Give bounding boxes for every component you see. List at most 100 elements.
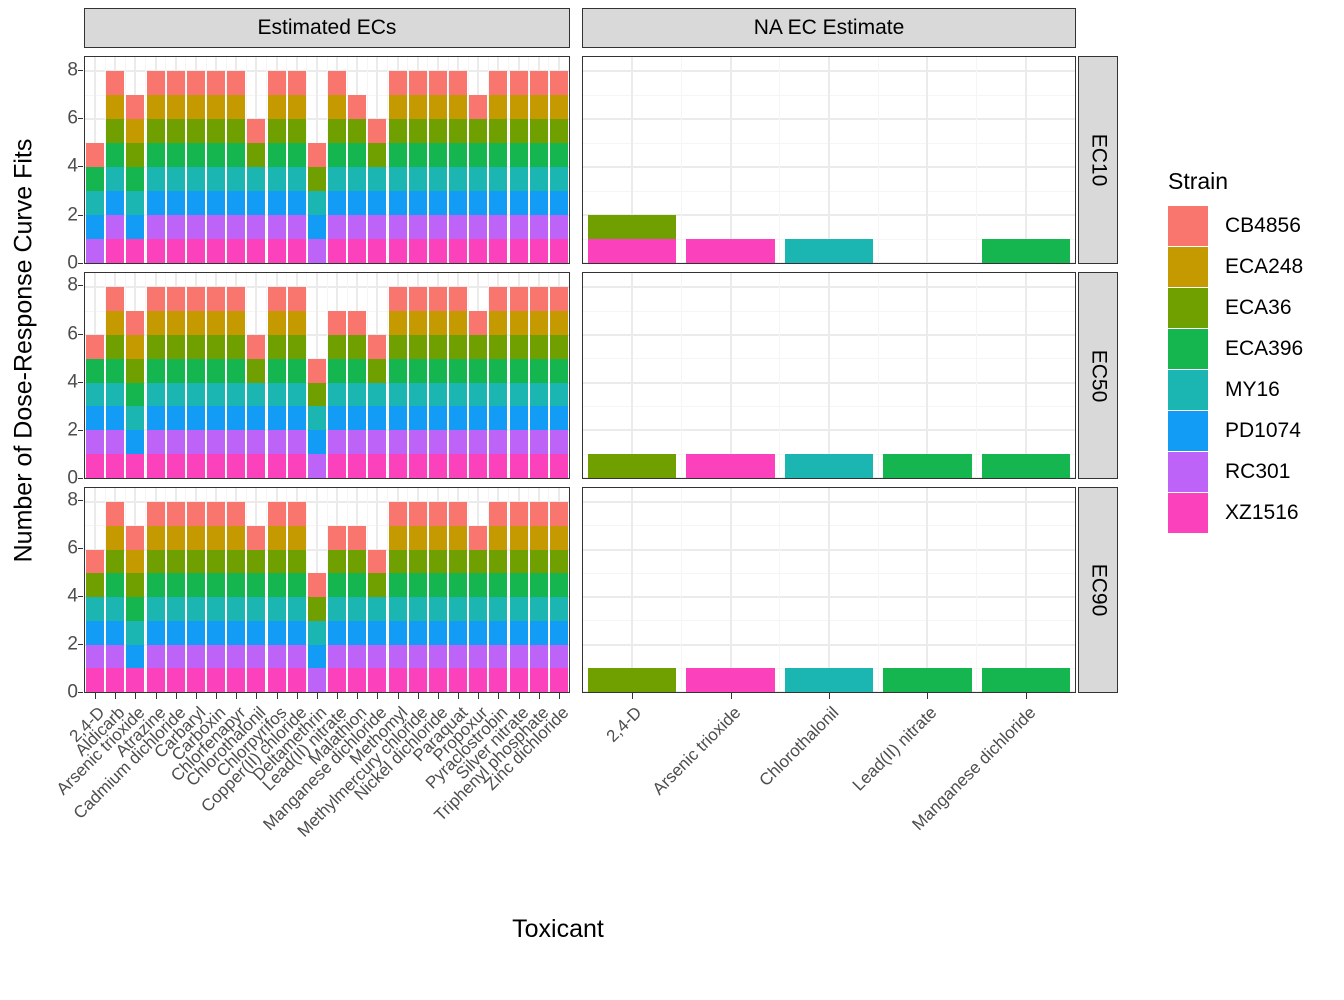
- bar-segment-my16[interactable]: [126, 191, 145, 216]
- bar-segment-rc301[interactable]: [428, 644, 447, 669]
- bar-segment-my16[interactable]: [146, 167, 165, 192]
- bar-segment-eca396[interactable]: [247, 573, 266, 598]
- bar-segment-my16[interactable]: [146, 597, 165, 621]
- bar-segment-pd1074[interactable]: [529, 620, 548, 645]
- bar-segment-eca248[interactable]: [408, 525, 427, 550]
- bar-segment-my16[interactable]: [287, 382, 306, 407]
- bar-segment-eca396[interactable]: [106, 143, 125, 168]
- bar-segment-cb4856[interactable]: [368, 549, 387, 574]
- bar-segment-eca396[interactable]: [469, 143, 488, 168]
- bar[interactable]: [166, 273, 185, 478]
- bar-segment-eca396[interactable]: [126, 382, 145, 407]
- bar-segment-rc301[interactable]: [307, 668, 326, 692]
- bar-segment-xz1516[interactable]: [166, 239, 185, 263]
- bar-segment-eca248[interactable]: [509, 311, 528, 335]
- bar-segment-eca36[interactable]: [428, 549, 447, 574]
- bar[interactable]: [509, 57, 528, 263]
- bar-segment-xz1516[interactable]: [146, 668, 165, 692]
- bar-segment-xz1516[interactable]: [489, 454, 508, 478]
- bar-segment-eca36[interactable]: [587, 215, 677, 240]
- bar-segment-eca396[interactable]: [408, 358, 427, 383]
- bar-segment-xz1516[interactable]: [449, 668, 468, 692]
- bar-segment-eca396[interactable]: [428, 573, 447, 598]
- bar-segment-eca248[interactable]: [166, 525, 185, 550]
- bar-segment-rc301[interactable]: [428, 215, 447, 240]
- bar-segment-pd1074[interactable]: [126, 644, 145, 669]
- bar-segment-rc301[interactable]: [267, 215, 286, 240]
- bar-segment-cb4856[interactable]: [146, 287, 165, 312]
- bar-segment-eca396[interactable]: [227, 358, 246, 383]
- bar-segment-eca248[interactable]: [287, 95, 306, 120]
- bar-segment-rc301[interactable]: [207, 430, 226, 455]
- bar-segment-pd1074[interactable]: [307, 215, 326, 240]
- bar-segment-pd1074[interactable]: [408, 406, 427, 431]
- bar-segment-eca36[interactable]: [428, 334, 447, 359]
- bar-segment-my16[interactable]: [469, 597, 488, 621]
- bar-segment-eca36[interactable]: [428, 119, 447, 144]
- bar-segment-pd1074[interactable]: [509, 191, 528, 216]
- bar-segment-my16[interactable]: [247, 597, 266, 621]
- bar-segment-eca396[interactable]: [449, 358, 468, 383]
- bar-segment-rc301[interactable]: [408, 215, 427, 240]
- bar-segment-eca36[interactable]: [247, 143, 266, 168]
- bar-segment-eca396[interactable]: [186, 573, 205, 598]
- bar-segment-xz1516[interactable]: [207, 454, 226, 478]
- bar[interactable]: [509, 488, 528, 692]
- bar-segment-eca36[interactable]: [529, 334, 548, 359]
- bar-segment-xz1516[interactable]: [186, 668, 205, 692]
- bar-segment-eca36[interactable]: [328, 119, 347, 144]
- bar[interactable]: [86, 488, 105, 692]
- bar-segment-cb4856[interactable]: [328, 71, 347, 96]
- bar-segment-eca396[interactable]: [449, 573, 468, 598]
- bar-segment-my16[interactable]: [207, 382, 226, 407]
- bar-segment-rc301[interactable]: [166, 644, 185, 669]
- bar[interactable]: [784, 57, 874, 263]
- bar-segment-rc301[interactable]: [86, 239, 105, 263]
- bar-segment-pd1074[interactable]: [86, 215, 105, 240]
- bar-segment-xz1516[interactable]: [227, 454, 246, 478]
- bar-segment-cb4856[interactable]: [207, 287, 226, 312]
- bar-segment-pd1074[interactable]: [227, 620, 246, 645]
- bar-segment-rc301[interactable]: [509, 644, 528, 669]
- bar-segment-rc301[interactable]: [247, 215, 266, 240]
- bar-segment-xz1516[interactable]: [247, 239, 266, 263]
- bar-segment-eca248[interactable]: [186, 95, 205, 120]
- bar[interactable]: [469, 57, 488, 263]
- bar-segment-rc301[interactable]: [207, 215, 226, 240]
- bar-segment-eca396[interactable]: [207, 573, 226, 598]
- bar-segment-eca36[interactable]: [207, 549, 226, 574]
- bar-segment-cb4856[interactable]: [247, 334, 266, 359]
- bar-segment-my16[interactable]: [428, 597, 447, 621]
- bar[interactable]: [106, 488, 125, 692]
- bar[interactable]: [348, 488, 367, 692]
- bar-segment-xz1516[interactable]: [489, 239, 508, 263]
- bar-segment-eca396[interactable]: [207, 143, 226, 168]
- bar[interactable]: [883, 488, 972, 692]
- bar-segment-eca248[interactable]: [126, 119, 145, 144]
- bar-segment-pd1074[interactable]: [489, 191, 508, 216]
- bar-segment-rc301[interactable]: [166, 430, 185, 455]
- bar-segment-pd1074[interactable]: [166, 620, 185, 645]
- bar-segment-eca36[interactable]: [489, 119, 508, 144]
- bar[interactable]: [207, 273, 226, 478]
- bar[interactable]: [267, 273, 286, 478]
- bar-segment-eca36[interactable]: [186, 334, 205, 359]
- bar-segment-pd1074[interactable]: [146, 620, 165, 645]
- bar-segment-my16[interactable]: [509, 167, 528, 192]
- bar-segment-eca36[interactable]: [186, 549, 205, 574]
- bar-segment-my16[interactable]: [784, 239, 874, 263]
- bar-segment-pd1074[interactable]: [449, 191, 468, 216]
- bar-segment-eca396[interactable]: [883, 454, 972, 478]
- bar-segment-eca36[interactable]: [489, 334, 508, 359]
- bar-segment-pd1074[interactable]: [247, 620, 266, 645]
- bar-segment-my16[interactable]: [86, 597, 105, 621]
- bar-segment-pd1074[interactable]: [408, 191, 427, 216]
- bar-segment-eca248[interactable]: [549, 311, 568, 335]
- bar-segment-rc301[interactable]: [207, 644, 226, 669]
- bar-segment-pd1074[interactable]: [509, 620, 528, 645]
- bar-segment-xz1516[interactable]: [106, 454, 125, 478]
- bar-segment-cb4856[interactable]: [146, 502, 165, 526]
- bar-segment-cb4856[interactable]: [348, 525, 367, 550]
- bar-segment-my16[interactable]: [348, 382, 367, 407]
- bar-segment-eca248[interactable]: [166, 311, 185, 335]
